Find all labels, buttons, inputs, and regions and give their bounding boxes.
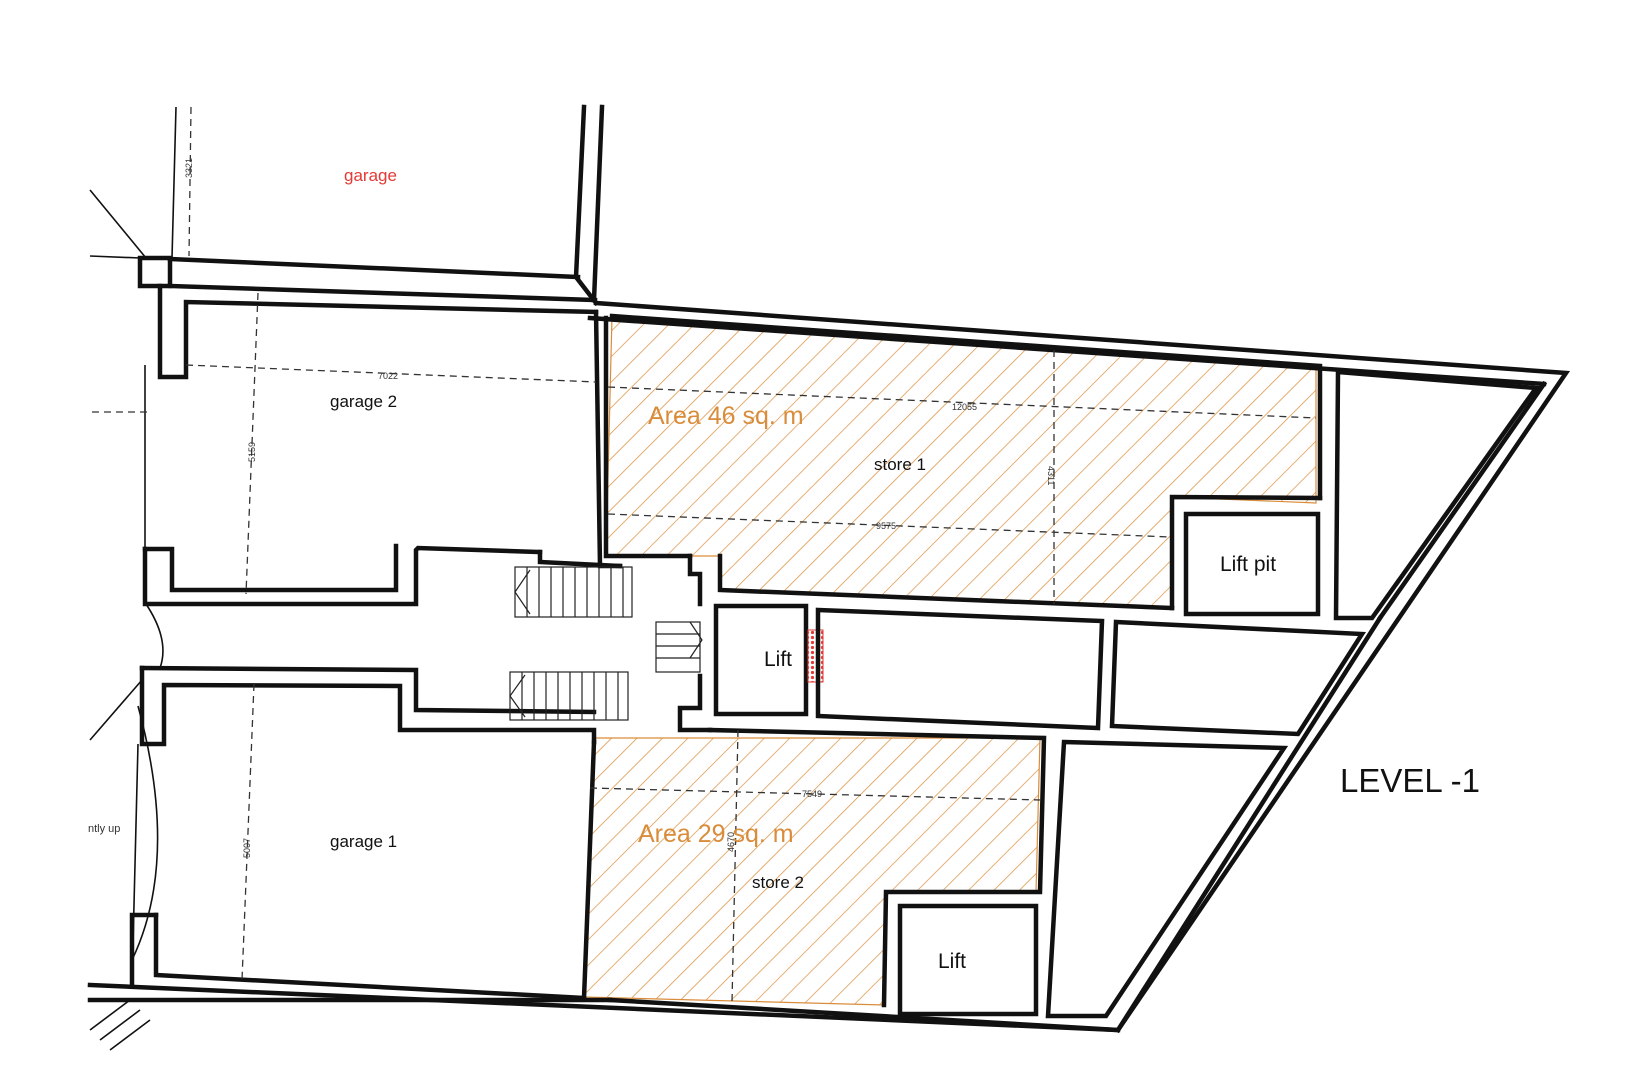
label-garage-top: garage [344,166,397,185]
lift-bottom [897,903,1039,1017]
dim-store-1-top: 12055 [952,402,977,412]
label-store-1: store 1 [874,455,926,474]
label-lift-center: Lift [764,648,792,671]
dim-store-1-bottom: 9575 [876,521,896,531]
label-ramp-note: ntly up [88,823,120,835]
room-low-right [1045,739,1289,1019]
label-store-2: store 2 [752,873,804,892]
dim-store-2-width: 7549 [802,789,822,799]
label-lift-bottom: Lift [938,950,966,973]
ground-hatch [89,999,151,1051]
label-area-store-2: Area 29 sq. m [638,820,794,848]
label-garage-1: garage 1 [330,832,397,851]
stairs [509,549,713,733]
room-mid-right [1109,619,1366,737]
garage-top [89,104,605,307]
dim-store-2-depth: 4670 [726,832,736,852]
room-center [815,607,1105,731]
label-garage-2: garage 2 [330,392,397,411]
dim-garage-2-width: 7022 [378,371,398,381]
garage-1 [89,603,597,1001]
building-envelope [87,300,1571,1034]
lift-pit [1183,511,1321,617]
label-level: LEVEL -1 [1340,762,1480,799]
store-2-walls [581,727,1047,1008]
lift-door-mark [807,629,824,683]
store-1-walls [603,313,1323,611]
label-area-store-1: Area 46 sq. m [648,402,804,430]
dim-store-1-depth: 4311 [1046,466,1056,485]
dim-garage-2-depth: 5159 [247,442,257,462]
dim-garage-top: 3321 [184,158,194,178]
room-top-right [1333,369,1541,621]
lift-center [713,603,809,717]
dim-garage-1-depth: 5007 [242,838,252,858]
store-2-hatch [583,737,1041,1006]
label-lift-pit: Lift pit [1220,553,1276,576]
